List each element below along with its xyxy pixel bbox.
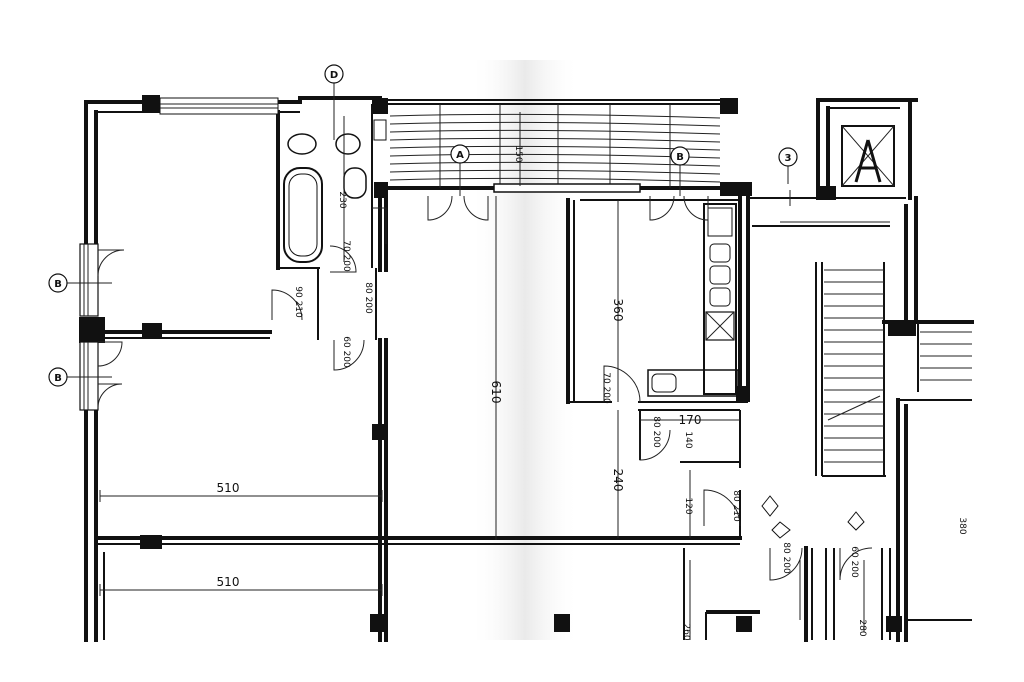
- dim-room-width-lower: 510: [217, 575, 240, 589]
- dim-store-depth: 140: [683, 431, 693, 448]
- door-swings: [97, 195, 873, 581]
- entry-arrows: [761, 495, 865, 539]
- windows: [79, 97, 279, 411]
- door-note-5: 70 200: [601, 372, 611, 404]
- marker-b-top-label: B: [676, 152, 684, 163]
- door-note-6: 80 200: [651, 416, 661, 448]
- bathroom-fixtures: [283, 119, 387, 263]
- dim-right-room: 280: [857, 619, 867, 636]
- marker-a: A: [450, 144, 470, 196]
- marker-a-label: A: [456, 150, 464, 161]
- marker-b-upper: B: [48, 273, 112, 293]
- marker-d-label: D: [330, 70, 338, 81]
- dim-store-width: 170: [679, 413, 702, 427]
- dim-kitchen-depth: 360: [611, 299, 625, 322]
- dimension-lines: [99, 112, 890, 640]
- stair-treads: [824, 269, 972, 463]
- marker-b-lower: B: [48, 367, 112, 387]
- door-note-4: 60 200: [341, 336, 351, 368]
- kitchen-fixtures: [647, 203, 739, 397]
- marker-3-label: 3: [785, 153, 792, 164]
- dim-room-width-upper: 510: [217, 481, 240, 495]
- dim-hall-width: 120: [683, 497, 693, 514]
- dim-living-depth: 610: [489, 381, 503, 404]
- marker-b-top: B: [670, 146, 690, 196]
- elevator-shaft: [841, 125, 895, 187]
- structural-columns: [79, 95, 916, 632]
- dim-right-edge: 380: [957, 517, 967, 534]
- door-note-3: 80 200: [363, 282, 373, 314]
- dim-bath-depth: 230: [337, 191, 347, 208]
- dim-corridor-depth: 240: [611, 469, 625, 492]
- marker-b-lower-label: B: [54, 373, 62, 384]
- marker-3: 3: [778, 147, 798, 184]
- dim-lower-room: 260: [681, 623, 691, 640]
- interior-walls: [94, 104, 974, 642]
- marker-b-upper-label: B: [54, 279, 62, 290]
- door-note-8: 80 200: [781, 542, 791, 574]
- door-note-2: 70 200: [341, 240, 351, 272]
- door-note-1: 90 210: [293, 286, 303, 318]
- door-note-9: 60 200: [849, 546, 859, 578]
- dim-balcony-depth: 150: [513, 145, 523, 162]
- marker-d: D: [324, 64, 344, 140]
- door-note-7: 80 210: [731, 490, 741, 522]
- door-size-notes: 90 210 70 200 80 200 60 200 70 200 80 20…: [293, 240, 859, 578]
- dimension-text: 510 510 610 360 240 150 230 170 140 120 …: [217, 145, 967, 640]
